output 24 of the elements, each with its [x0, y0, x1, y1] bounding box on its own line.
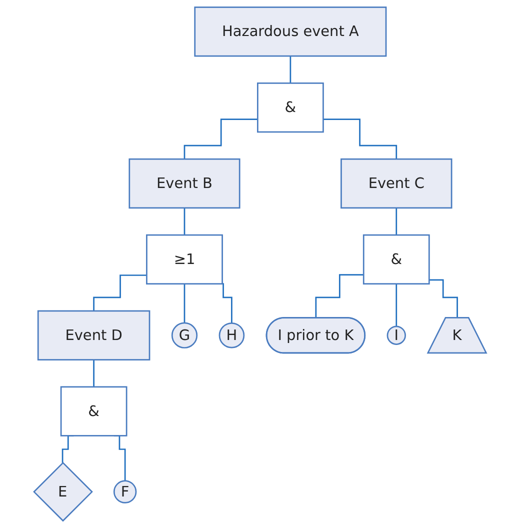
connector: [396, 207, 397, 236]
connector: [429, 279, 458, 319]
connector: [93, 359, 94, 388]
connector: [323, 118, 397, 160]
connector: [290, 55, 291, 84]
node-circle: F: [113, 480, 137, 504]
connector: [315, 274, 364, 319]
connector: [93, 274, 147, 312]
node-box: &: [362, 234, 430, 285]
node-box: Event C: [340, 158, 452, 209]
node-box: Hazardous event A: [194, 6, 387, 57]
connector: [184, 283, 186, 324]
node-box: &: [256, 82, 324, 133]
node-circle: I: [386, 326, 406, 345]
node-diamond: E: [32, 462, 93, 522]
node-box: ≥1: [146, 234, 223, 285]
node-circle: H: [218, 322, 244, 348]
node-circle: G: [171, 322, 198, 348]
connector: [396, 283, 397, 328]
node-box: Event D: [37, 310, 150, 360]
connector: [184, 118, 258, 160]
node-box: &: [60, 386, 128, 436]
node-box: Event B: [128, 158, 240, 209]
connector: [184, 207, 186, 236]
